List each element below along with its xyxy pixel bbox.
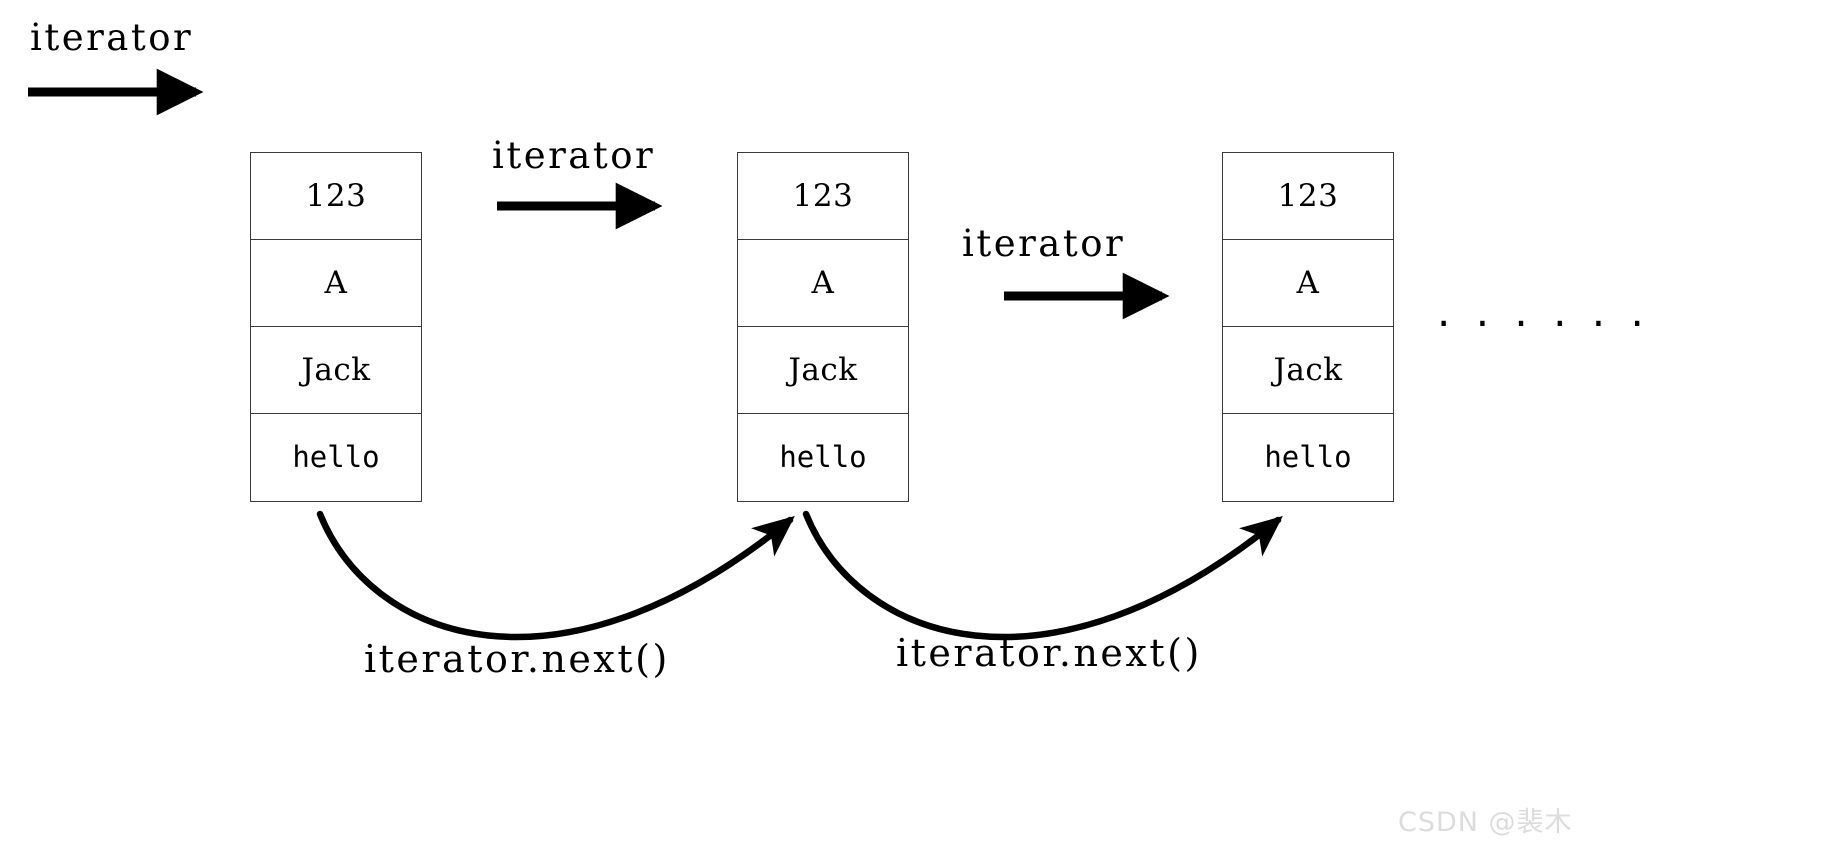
node-cell-grade: A xyxy=(1223,240,1393,327)
iterator-next-label-1: iterator.next() xyxy=(364,637,670,681)
iterator-label-middle: iterator xyxy=(492,134,656,177)
node-box-3: 123 A Jack hello xyxy=(1222,152,1394,502)
node-cell-name: Jack xyxy=(738,327,908,414)
node-cell-id: 123 xyxy=(1223,153,1393,240)
node-cell-id: 123 xyxy=(251,153,421,240)
next-curve-arrow-1 xyxy=(316,510,795,641)
node-cell-msg: hello xyxy=(779,440,867,474)
iterator-label-right: iterator xyxy=(962,222,1126,265)
node-cell-id: 123 xyxy=(738,153,908,240)
node-cell-msg: hello xyxy=(1264,440,1352,474)
next-curve-arrow-2 xyxy=(802,510,1283,641)
node-cell-name: Jack xyxy=(251,327,421,414)
node-cell-name: Jack xyxy=(1223,327,1393,414)
csdn-watermark: CSDN @裴木 xyxy=(1398,807,1573,838)
iterator-next-label-2: iterator.next() xyxy=(896,631,1202,675)
node-box-1: 123 A Jack hello xyxy=(250,152,422,502)
node-cell-grade: A xyxy=(251,240,421,327)
iterator-label-top: iterator xyxy=(30,16,194,59)
node-cell-grade: A xyxy=(738,240,908,327)
ellipsis-dots: · · · · · · xyxy=(1437,299,1650,348)
node-box-2: 123 A Jack hello xyxy=(737,152,909,502)
node-cell-msg: hello xyxy=(292,440,380,474)
